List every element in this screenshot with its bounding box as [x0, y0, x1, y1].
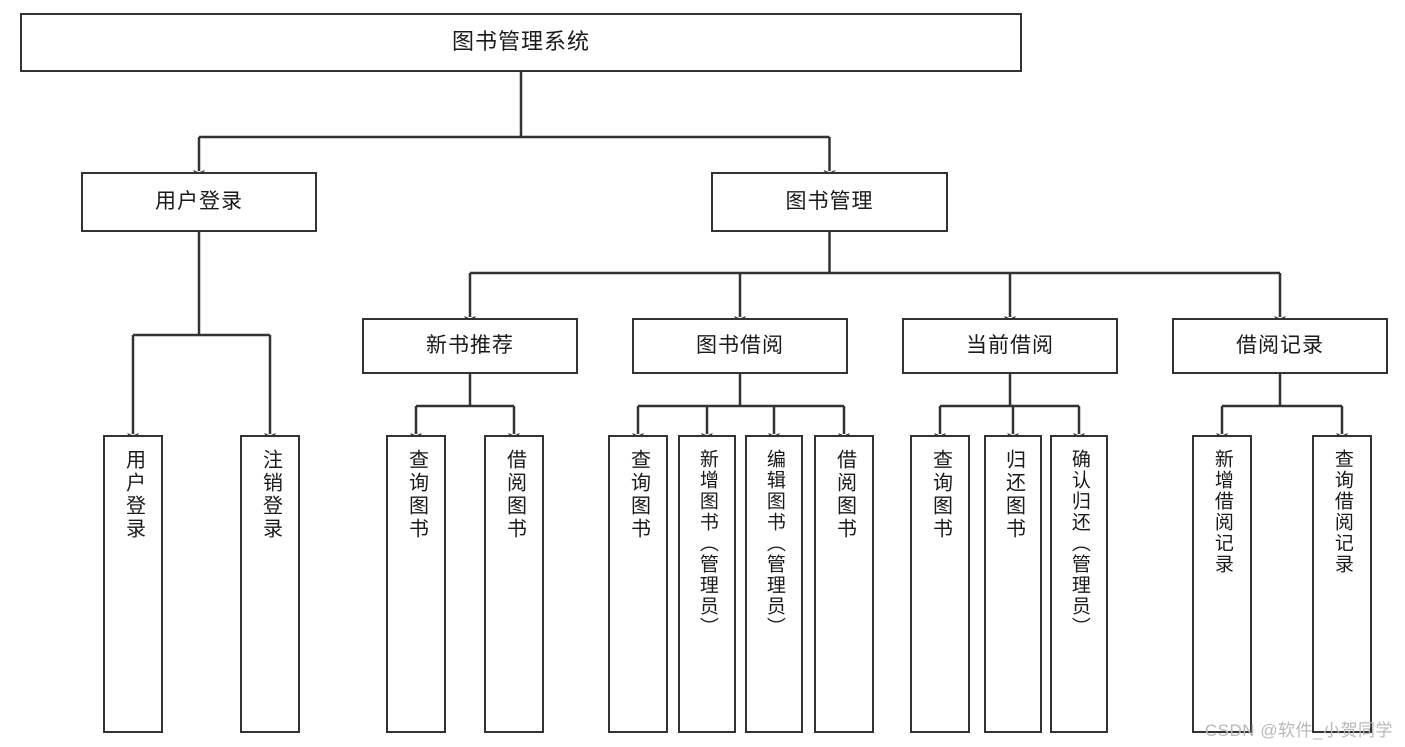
- node-label: 用户登录: [155, 190, 243, 214]
- node-label: 借阅图书: [833, 449, 856, 541]
- leaf-user-login[interactable]: 用户登录: [103, 435, 163, 733]
- leaf-borrow-book[interactable]: 借阅图书: [814, 435, 874, 733]
- leaf-logout[interactable]: 注销登录: [240, 435, 300, 733]
- node-label: 借阅记录: [1236, 334, 1324, 358]
- node-label: 借阅图书: [503, 449, 526, 541]
- leaf-add-book-admin[interactable]: 新增图书（管理员）: [678, 435, 736, 733]
- node-user-login[interactable]: 用户登录: [81, 172, 317, 232]
- node-label: 新增借阅记录: [1211, 449, 1233, 575]
- watermark: CSDN @软件_小贺同学: [1204, 721, 1393, 740]
- node-new-book-recommend[interactable]: 新书推荐: [362, 318, 578, 374]
- node-label: 图书管理: [785, 190, 874, 214]
- node-label: 图书管理系统: [451, 29, 590, 55]
- node-label: 注销登录: [259, 449, 282, 541]
- node-label: 当前借阅: [966, 334, 1054, 358]
- node-label: 归还图书: [1002, 449, 1025, 541]
- leaf-borrow-book-recommend[interactable]: 借阅图书: [484, 435, 544, 733]
- node-borrow-record[interactable]: 借阅记录: [1172, 318, 1388, 374]
- node-label: 新增图书（管理员）: [696, 449, 718, 638]
- leaf-query-book-borrow[interactable]: 查询图书: [608, 435, 668, 733]
- node-label: 图书借阅: [696, 334, 784, 358]
- leaf-query-borrow-record[interactable]: 查询借阅记录: [1312, 435, 1372, 733]
- leaf-query-book-current[interactable]: 查询图书: [910, 435, 970, 733]
- node-label: 查询图书: [929, 449, 952, 541]
- node-root-system[interactable]: 图书管理系统: [20, 13, 1022, 72]
- node-label: 查询图书: [627, 449, 650, 541]
- node-label: 用户登录: [122, 449, 145, 541]
- leaf-edit-book-admin[interactable]: 编辑图书（管理员）: [745, 435, 803, 733]
- node-label: 编辑图书（管理员）: [763, 449, 785, 638]
- node-book-management[interactable]: 图书管理: [711, 172, 948, 232]
- node-label: 确认归还（管理员）: [1068, 449, 1090, 638]
- node-label: 新书推荐: [426, 334, 514, 358]
- leaf-query-book-recommend[interactable]: 查询图书: [386, 435, 446, 733]
- leaf-confirm-return-admin[interactable]: 确认归还（管理员）: [1050, 435, 1108, 733]
- node-label: 查询图书: [405, 449, 428, 541]
- node-current-borrow[interactable]: 当前借阅: [902, 318, 1118, 374]
- node-book-borrow[interactable]: 图书借阅: [632, 318, 848, 374]
- leaf-add-borrow-record[interactable]: 新增借阅记录: [1192, 435, 1252, 733]
- node-label: 查询借阅记录: [1331, 449, 1353, 575]
- leaf-return-book[interactable]: 归还图书: [984, 435, 1042, 733]
